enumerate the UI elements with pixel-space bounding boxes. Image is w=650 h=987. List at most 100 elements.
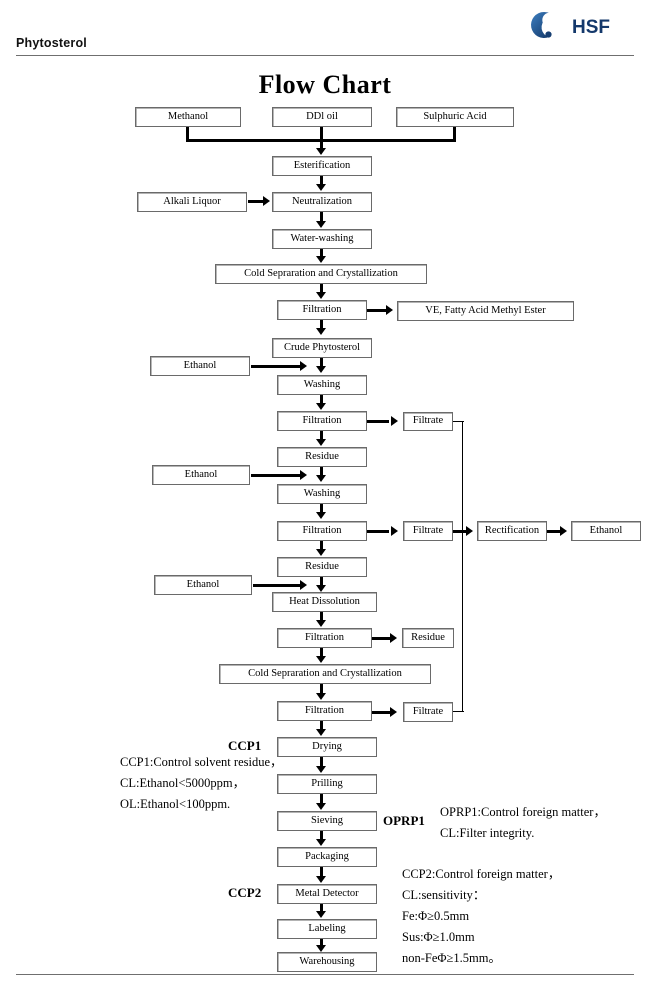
connector-esterif-neutral xyxy=(320,176,323,185)
arrowhead-to-esterification xyxy=(316,148,326,155)
connector-filt2-res1 xyxy=(320,431,323,440)
node-heat[interactable]: Heat Dissolution xyxy=(272,592,377,612)
connector-ethanol1-in xyxy=(251,365,301,368)
connector-alkali-neutral xyxy=(248,200,264,203)
connector-sulphuric-stub xyxy=(453,127,456,142)
arrowhead-to-filtrate-3 xyxy=(390,707,397,717)
footer-rule xyxy=(16,974,634,975)
node-eth1[interactable]: Ethanol xyxy=(150,356,250,376)
node-label: Ethanol xyxy=(589,524,623,536)
connector-filt2-filtrate1 xyxy=(367,420,389,423)
node-label: Ethanol xyxy=(184,468,218,480)
node-ddl_oil[interactable]: DDl oil xyxy=(272,107,372,127)
node-filt1[interactable]: Filtration xyxy=(277,300,367,320)
connector-res2-heat xyxy=(320,577,323,586)
connector-filt5-drying xyxy=(320,721,323,730)
node-res2[interactable]: Residue xyxy=(277,557,367,577)
node-label: Rectification xyxy=(484,524,540,536)
connector-cold1-filt1 xyxy=(320,284,323,293)
arrowhead-to-filtrate-1 xyxy=(391,416,398,426)
node-filtrate1[interactable]: Filtrate xyxy=(403,412,453,431)
node-labeling[interactable]: Labeling xyxy=(277,919,377,939)
node-label: Cold Sepraration and Crystallization xyxy=(248,667,402,679)
node-esterif[interactable]: Esterification xyxy=(272,156,372,176)
node-label: Washing xyxy=(303,378,341,390)
node-drying[interactable]: Drying xyxy=(277,737,377,757)
document-title: Phytosterol xyxy=(16,36,87,50)
node-filt2[interactable]: Filtration xyxy=(277,411,367,431)
arrowhead-to-drying xyxy=(316,729,326,736)
connector-filtrate2-rectification xyxy=(453,530,467,533)
node-metaldet[interactable]: Metal Detector xyxy=(277,884,377,904)
node-res3[interactable]: Residue xyxy=(402,628,454,648)
node-filt3[interactable]: Filtration xyxy=(277,521,367,541)
connector-ethanol3-in xyxy=(253,584,301,587)
connector-neutral-waterwash xyxy=(320,212,323,221)
node-eth3[interactable]: Ethanol xyxy=(154,575,252,595)
connector-prilling-sieving xyxy=(320,794,323,804)
arrowhead-ethanol2-in xyxy=(300,470,307,480)
node-label: Filtration xyxy=(304,631,345,643)
node-sieving[interactable]: Sieving xyxy=(277,811,377,831)
node-packaging[interactable]: Packaging xyxy=(277,847,377,867)
node-label: VE, Fatty Acid Methyl Ester xyxy=(425,304,546,316)
connector-methanol-stub xyxy=(186,127,189,142)
arrowhead-to-waterwashing xyxy=(316,221,326,228)
node-neutral[interactable]: Neutralization xyxy=(272,192,372,212)
node-label: Warehousing xyxy=(299,955,355,967)
note-ccp2-note: CCP2:Control foreign matter，CL:sensitivi… xyxy=(402,864,560,969)
arrowhead-to-rectification xyxy=(466,526,473,536)
arrowhead-to-filtration-2 xyxy=(316,403,326,410)
connector-metaldetector-labeling xyxy=(320,904,323,912)
node-label: Sieving xyxy=(310,814,344,826)
node-wash1[interactable]: Washing xyxy=(277,375,367,395)
node-filt4[interactable]: Filtration xyxy=(277,628,372,648)
connector-ethanol2-in xyxy=(251,474,301,477)
node-label: Filtration xyxy=(302,414,342,426)
node-methanol[interactable]: Methanol xyxy=(135,107,241,127)
node-label: Filtrate xyxy=(412,705,444,717)
arrowhead-to-filtration-4 xyxy=(316,620,326,627)
node-prilling[interactable]: Prilling xyxy=(277,774,377,794)
arrowhead-ethanol3-in xyxy=(300,580,307,590)
arrowhead-to-sieving xyxy=(316,803,326,810)
node-filtrate3[interactable]: Filtrate xyxy=(403,702,453,722)
node-label: Labeling xyxy=(308,922,346,934)
node-eth_out[interactable]: Ethanol xyxy=(571,521,641,541)
node-label: Crude Phytosterol xyxy=(283,341,361,353)
node-cold1[interactable]: Cold Sepraration and Crystallization xyxy=(215,264,427,284)
node-sulphuric[interactable]: Sulphuric Acid xyxy=(396,107,514,127)
node-warehouse[interactable]: Warehousing xyxy=(277,952,377,972)
connector-wash1-filt2 xyxy=(320,395,323,404)
arrowhead-to-ethanol-out xyxy=(560,526,567,536)
node-filtrate2[interactable]: Filtrate xyxy=(403,521,453,541)
connector-crude-wash1 xyxy=(320,358,323,367)
node-eth2[interactable]: Ethanol xyxy=(152,465,250,485)
connector-filt4-cold2 xyxy=(320,648,323,657)
node-rectif[interactable]: Rectification xyxy=(477,521,547,541)
node-crude[interactable]: Crude Phytosterol xyxy=(272,338,372,358)
note-line: CCP1:Control solvent residue， xyxy=(120,755,283,769)
node-ve[interactable]: VE, Fatty Acid Methyl Ester xyxy=(397,301,574,321)
header-rule xyxy=(16,55,634,56)
node-cold2[interactable]: Cold Sepraration and Crystallization xyxy=(219,664,431,684)
recycle-stub-bottom xyxy=(452,711,464,713)
node-alkali[interactable]: Alkali Liquor xyxy=(137,192,247,212)
node-label: Metal Detector xyxy=(295,887,359,899)
connector-ddl-down xyxy=(320,127,323,149)
note-line: non-FeΦ≥1.5mm。 xyxy=(402,951,501,965)
node-wash2[interactable]: Washing xyxy=(277,484,367,504)
note-line: Fe:Φ≥0.5mm xyxy=(402,909,470,923)
arrowhead-to-labeling xyxy=(316,911,326,918)
arrowhead-to-crude xyxy=(316,328,326,335)
node-label: Methanol xyxy=(167,110,209,122)
node-filt5[interactable]: Filtration xyxy=(277,701,372,721)
connector-cold2-filt5 xyxy=(320,684,323,694)
connector-filt3-filtrate2 xyxy=(367,530,389,533)
node-label: Esterification xyxy=(293,159,351,171)
node-res1[interactable]: Residue xyxy=(277,447,367,467)
node-label: Water-washing xyxy=(290,232,354,244)
connector-rectification-ethanol xyxy=(547,530,563,533)
note-line: OL:Ethanol<100ppm. xyxy=(120,797,231,811)
node-waterwash[interactable]: Water-washing xyxy=(272,229,372,249)
